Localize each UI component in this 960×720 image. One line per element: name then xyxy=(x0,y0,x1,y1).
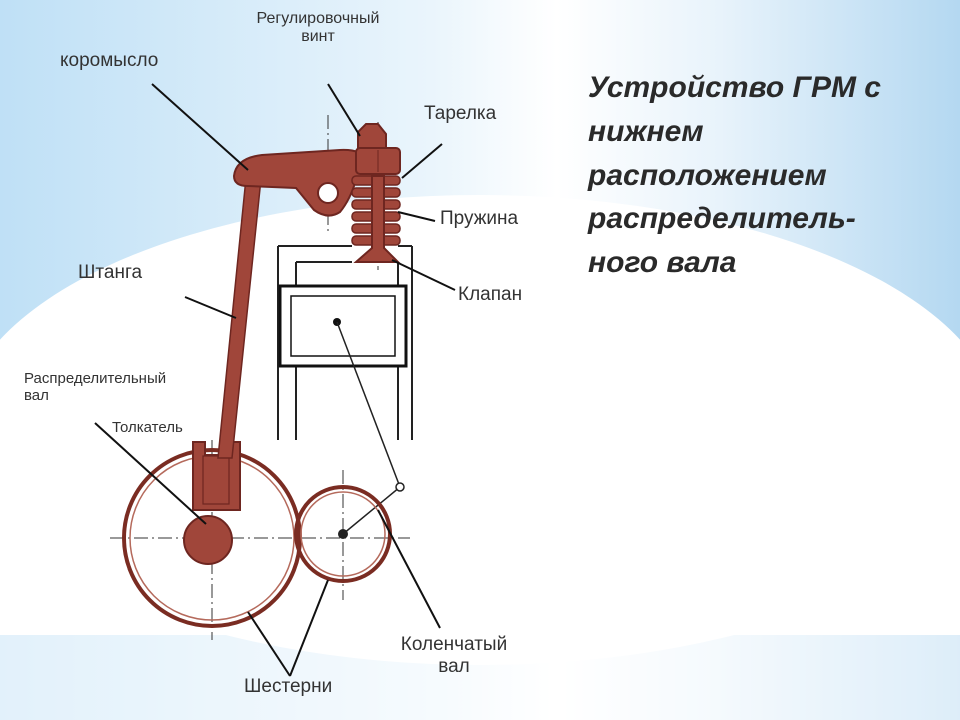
pushrod xyxy=(217,177,262,459)
crank-arm xyxy=(342,486,401,535)
leader-lines xyxy=(94,83,456,677)
crankshaft-gear-inner xyxy=(300,491,386,577)
label-gears: Шестерни xyxy=(244,676,333,697)
label-valve: Клапан xyxy=(458,284,523,305)
page-title: Устройство ГРМ с нижнем расположением ра… xyxy=(588,71,881,280)
leader-spring xyxy=(397,211,436,222)
leader-tappet xyxy=(94,422,207,525)
crankshaft-center xyxy=(338,529,348,539)
label-crankshaft-line2: вал xyxy=(438,655,470,677)
bottom-fade xyxy=(0,635,960,720)
label-adjusting-screw: Регулировочный винт xyxy=(218,10,418,47)
rocker-pivot xyxy=(317,182,339,204)
adjusting-screw xyxy=(357,123,387,149)
crank-pin xyxy=(395,482,405,492)
tappet-bore xyxy=(202,455,230,505)
label-camshaft-line1: Распределительный xyxy=(24,370,167,387)
leader-crankshaft xyxy=(377,509,441,629)
leader-valve xyxy=(391,259,456,291)
leader-gears-right xyxy=(289,579,329,677)
piston xyxy=(278,284,408,368)
label-plate: Тарелка xyxy=(424,103,497,124)
camshaft-gear xyxy=(122,448,302,628)
label-spring: Пружина xyxy=(440,208,519,229)
label-camshaft-line2: вал xyxy=(24,387,49,405)
leader-pushrod xyxy=(184,296,237,319)
label-rocker: коромысло xyxy=(60,50,159,71)
label-pushrod: Штанга xyxy=(78,262,143,283)
white-band xyxy=(0,395,960,635)
cam-lobe xyxy=(183,515,233,565)
label-crankshaft: Коленчатый вал xyxy=(380,634,528,678)
leader-gears-left xyxy=(247,611,291,677)
label-tappet: Толкатель xyxy=(112,419,183,436)
leader-plate xyxy=(401,143,443,179)
label-adjusting-screw-line2: винт xyxy=(301,28,335,46)
label-adjusting-screw-line1: Регулировочный xyxy=(256,10,380,27)
leader-rocker xyxy=(151,83,249,171)
label-camshaft: Распределительный вал xyxy=(24,370,166,405)
connecting-rod xyxy=(336,321,401,488)
piston-inner xyxy=(290,295,396,357)
label-crankshaft-line1: Коленчатый xyxy=(400,634,508,655)
rocker-arm xyxy=(232,148,386,217)
leader-adjusting-screw xyxy=(327,83,361,137)
